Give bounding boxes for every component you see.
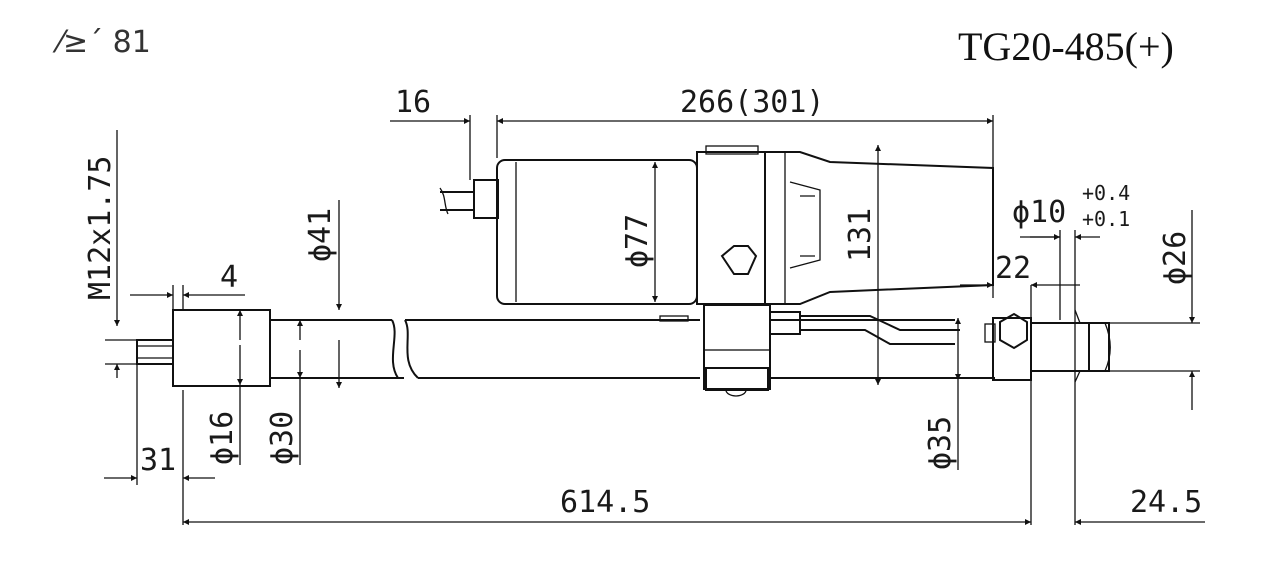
motor: [439, 145, 994, 305]
dim-phi30: ϕ30: [265, 411, 300, 465]
dim-31: 31: [140, 443, 176, 478]
dim-phi10-upper-tol: +0.4: [1082, 181, 1130, 205]
break-mark: [391, 319, 399, 379]
dim-phi16: ϕ16: [205, 411, 240, 465]
dim-614-5: 614.5: [560, 485, 650, 520]
rear-clevis: [992, 317, 1032, 381]
dim-phi35: ϕ35: [923, 416, 958, 470]
hex-bolt: [720, 245, 758, 275]
clamp-block: [703, 304, 771, 390]
dim-phi26: ϕ26: [1158, 231, 1193, 285]
corner-label: ⁄≥´ 81: [52, 25, 151, 60]
motor-body: [496, 159, 698, 305]
dim-4: 4: [220, 260, 238, 295]
dim-phi77: ϕ77: [620, 214, 655, 268]
dim-phi10-lower-tol: +0.1: [1082, 207, 1130, 231]
gear-cover: [764, 151, 994, 305]
dimension-labels: 16 266(301) M12x1.75 4 ϕ41 ϕ77 131 ϕ10 +…: [83, 85, 1202, 520]
dim-24-5: 24.5: [1130, 485, 1202, 520]
rear-mount: [1030, 322, 1090, 372]
threaded-stud: [136, 339, 174, 365]
dim-22: 22: [995, 251, 1031, 286]
dim-16-top: 16: [395, 85, 431, 120]
dim-thread: M12x1.75: [83, 156, 118, 301]
dim-phi10: ϕ10: [1012, 195, 1066, 230]
rear-nut: [999, 312, 1028, 350]
dimension-lines: [104, 115, 1205, 525]
actuator-body: [136, 304, 1111, 397]
dim-131: 131: [843, 208, 878, 262]
gearbox-collar: [696, 151, 766, 305]
model-title: TG20-485(+): [958, 24, 1174, 69]
dim-phi41: ϕ41: [303, 208, 338, 262]
dim-266: 266(301): [680, 85, 825, 120]
rod-end: [172, 309, 271, 387]
